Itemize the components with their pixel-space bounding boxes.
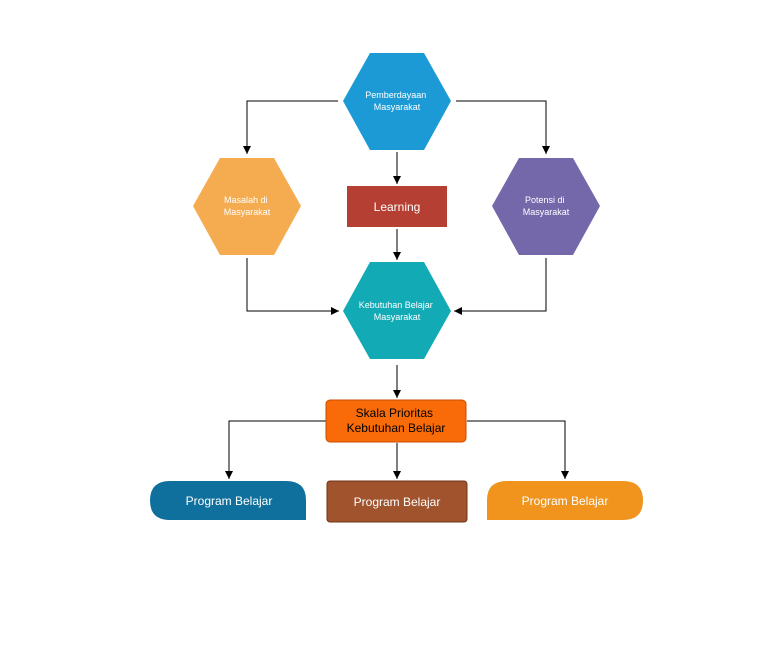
node-program-belajar-center: Program Belajar (326, 480, 468, 523)
hexagon-pemberdayaan (343, 53, 451, 150)
learning-label: Learning (374, 200, 421, 214)
masalah-label-line1: Masalah di (224, 195, 268, 205)
potensi-label-line2: Masyarakat (523, 207, 570, 217)
arrow-pemberdayaan-to-masalah (243, 100, 338, 154)
arrow-skala-to-program-right (467, 420, 569, 479)
svg-text:Skala Prioritas Kebutuha: Skala Prioritas Kebutuhan Belajar (347, 406, 446, 435)
svg-text:Masalah di Masyarakat: Masalah di Masyarakat (224, 195, 271, 217)
svg-text:Kebutuhan Belajar Masyar: Kebutuhan Belajar Masyarakat (359, 300, 436, 322)
connectors (225, 100, 569, 479)
skala-label-line1: Skala Prioritas (356, 406, 433, 420)
learning-box (347, 186, 447, 227)
program-center-box (326, 480, 468, 523)
node-pemberdayaan-masyarakat: Pemberdayaan Masyarakat (343, 53, 451, 150)
kebutuhan-label-line1: Kebutuhan Belajar (359, 300, 433, 310)
masalah-label-line2: Masyarakat (224, 207, 271, 217)
skala-label-line2: Kebutuhan Belajar (347, 421, 446, 435)
arrow-potensi-to-kebutuhan (454, 258, 547, 315)
svg-text:Pemberdayaan Masyarakat: Pemberdayaan Masyarakat (365, 90, 429, 112)
program-left-label: Program Belajar (186, 494, 273, 508)
pemberdayaan-label-line1: Pemberdayaan (365, 90, 426, 100)
kebutuhan-label-line2: Masyarakat (374, 312, 421, 322)
skala-box (325, 399, 467, 443)
program-right-label: Program Belajar (522, 494, 609, 508)
hexagon-potensi (492, 158, 600, 255)
svg-text:Potensi di Masyarakat: Potensi di Masyarakat (523, 195, 570, 217)
node-kebutuhan-belajar-masyarakat: Kebutuhan Belajar Masyarakat (343, 262, 451, 359)
node-skala-prioritas: Skala Prioritas Kebutuhan Belajar (325, 399, 467, 443)
arrow-skala-to-program-left (225, 420, 326, 479)
node-learning: Learning (347, 186, 447, 227)
arrow-pemberdayaan-to-potensi (456, 100, 550, 154)
arrow-masalah-to-kebutuhan (246, 258, 339, 315)
program-left-shape (150, 481, 306, 520)
hexagon-kebutuhan (343, 262, 451, 359)
potensi-label-line1: Potensi di (525, 195, 565, 205)
program-center-label: Program Belajar (354, 495, 441, 509)
program-right-shape (487, 481, 643, 520)
node-masalah-di-masyarakat: Masalah di Masyarakat (193, 158, 301, 255)
pemberdayaan-label-line2: Masyarakat (374, 102, 421, 112)
node-potensi-di-masyarakat: Potensi di Masyarakat (492, 158, 600, 255)
hexagon-masalah (193, 158, 301, 255)
node-program-belajar-right: Program Belajar (487, 481, 643, 520)
node-program-belajar-left: Program Belajar (150, 481, 306, 520)
